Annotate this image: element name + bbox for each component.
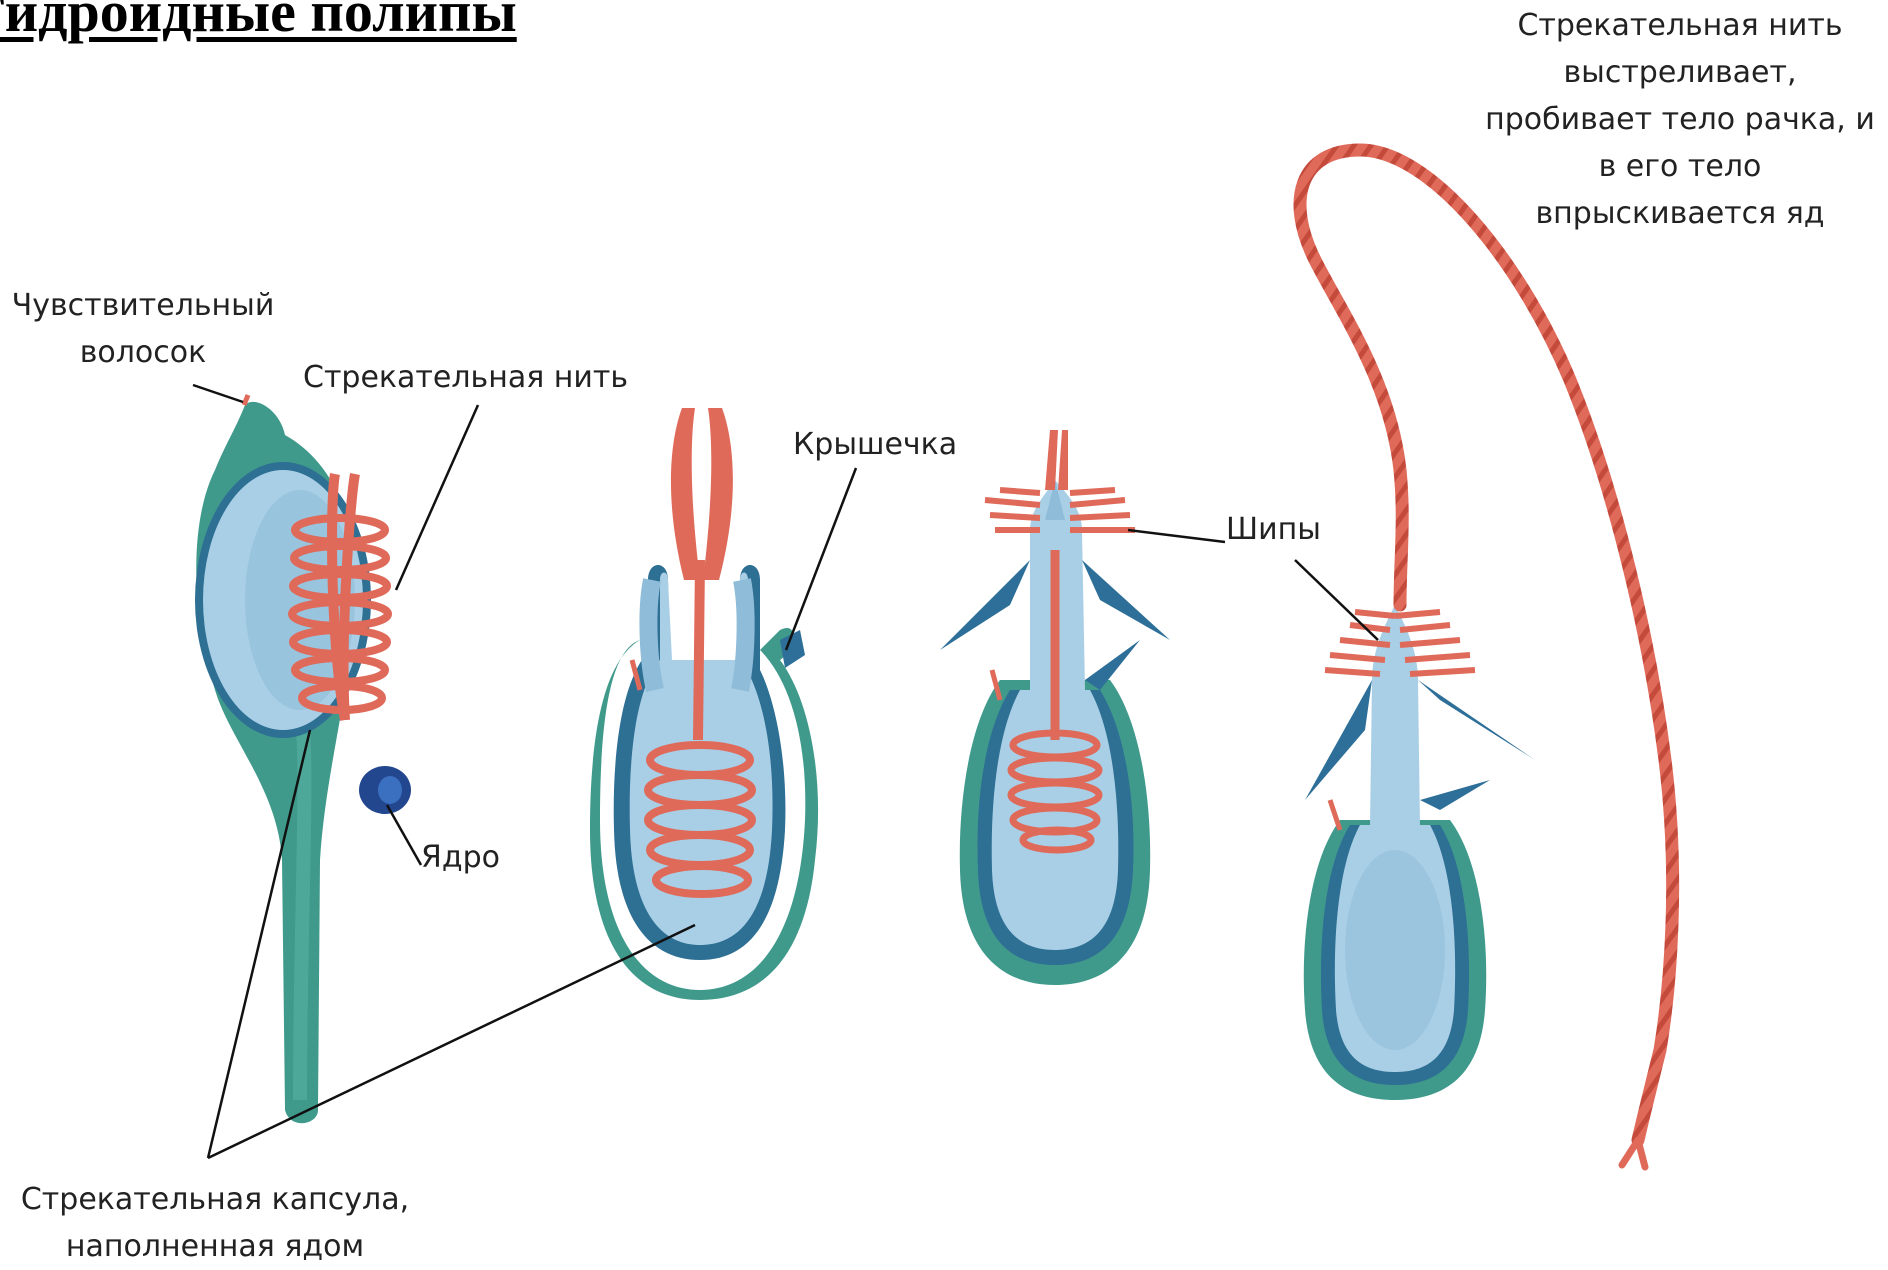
label-fired-line1: Стрекательная нить (1480, 2, 1880, 49)
nucleus (359, 766, 411, 814)
label-sensitive-hair-line2: волосок (8, 329, 278, 376)
label-fired-line2: выстреливает, (1480, 49, 1880, 96)
label-fired-line3: пробивает тело рачка, и (1480, 96, 1880, 143)
label-lid: Крышечка (793, 421, 957, 468)
label-fired-thread: Стрекательная нить выстреливает, пробива… (1480, 2, 1880, 237)
label-sensitive-hair: Чувствительный волосок (8, 282, 278, 376)
fired-thread-tip (1622, 1140, 1645, 1167)
capsule-4 (1304, 605, 1486, 1100)
label-capsule: Стрекательная капсула, наполненная ядом (0, 1176, 430, 1270)
label-sensitive-hair-line1: Чувствительный (8, 282, 278, 329)
thread-tip-3 (1045, 430, 1068, 490)
spines-4 (1305, 680, 1535, 810)
label-fired-line4: в его тело (1480, 143, 1880, 190)
label-fired-line5: впрыскивается яд (1480, 190, 1880, 237)
label-capsule-line1: Стрекательная капсула, (0, 1176, 430, 1223)
label-spines: Шипы (1226, 506, 1321, 553)
label-stinging-thread: Стрекательная нить (303, 354, 628, 401)
sensitive-hair-4 (1330, 800, 1340, 830)
label-capsule-line2: наполненная ядом (0, 1223, 430, 1270)
label-nucleus: Ядро (421, 834, 500, 881)
